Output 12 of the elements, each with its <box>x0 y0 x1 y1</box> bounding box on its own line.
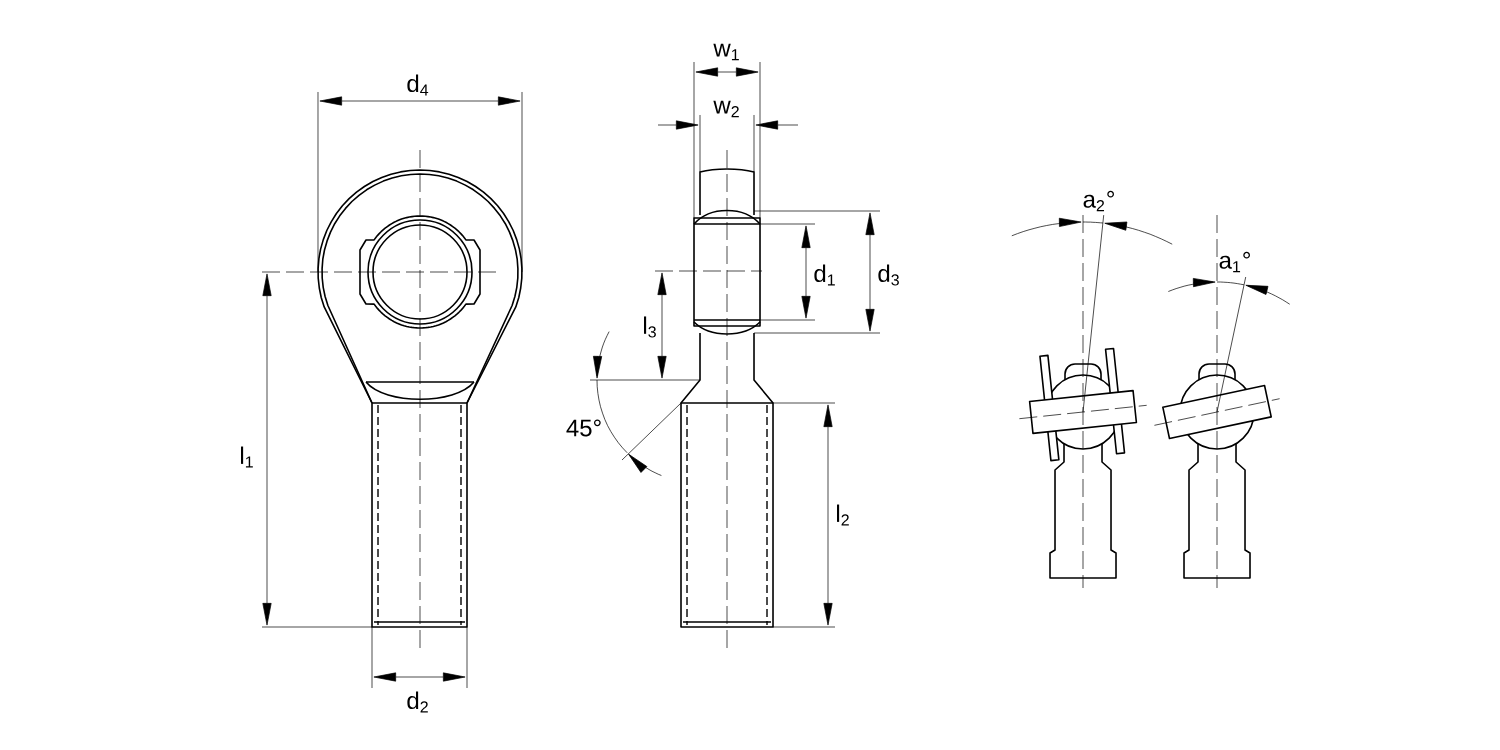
dimension-label: l$_{1}$ <box>241 446 253 468</box>
dimension-label: d$_{2}$ <box>407 691 428 713</box>
dimension-label: d$_{3}$ <box>878 264 899 286</box>
dimension-label: a$_{2}$° <box>1083 190 1114 212</box>
dimension-label: a$_{1}$° <box>1219 251 1250 273</box>
dimension-label: 45° <box>566 419 601 437</box>
dimension-label: w$_{2}$ <box>713 100 739 118</box>
dimension-label: w$_{1}$ <box>713 43 739 61</box>
dimension-label: l$_{3}$ <box>644 316 656 338</box>
dimension-label: l$_{2}$ <box>837 504 849 526</box>
dimension-label: d$_{4}$ <box>407 74 429 96</box>
dimension-label: d$_{1}$ <box>814 264 835 286</box>
